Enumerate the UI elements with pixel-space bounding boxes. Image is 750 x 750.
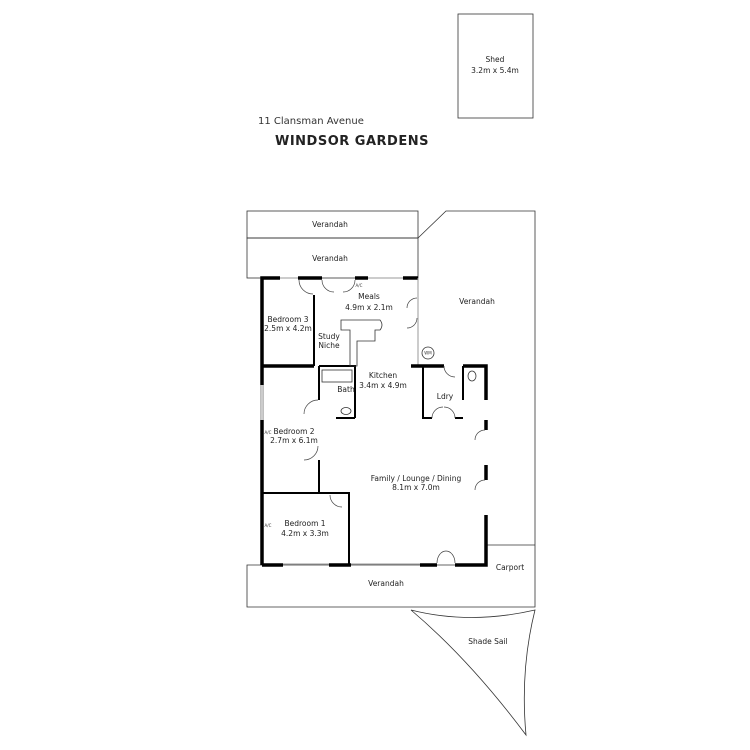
family-size: 8.1m x 7.0m — [392, 483, 440, 492]
study-label-2: Niche — [318, 341, 340, 350]
verandah-bottom-label: Verandah — [368, 579, 404, 588]
verandah-top2-label: Verandah — [312, 254, 348, 263]
shade-sail-outline — [410, 609, 536, 737]
meals-label: Meals — [358, 292, 380, 301]
bedroom1-size: 4.2m x 3.3m — [281, 529, 329, 538]
family-label: Family / Lounge / Dining — [371, 474, 462, 483]
toilet — [467, 370, 477, 382]
bedroom2-label: Bedroom 2 — [273, 427, 314, 436]
ac-label-bedroom1: A/C — [265, 523, 272, 528]
ac-label-bedroom2: A/C — [265, 430, 272, 435]
laundry-label: Ldry — [437, 392, 454, 401]
bedroom1-label: Bedroom 1 — [284, 519, 325, 528]
wm-label: WM — [424, 351, 432, 356]
bedroom3-size: 2.5m x 4.2m — [264, 324, 312, 333]
meals-size: 4.9m x 2.1m — [345, 303, 393, 312]
kitchen-bench — [340, 319, 383, 367]
vanity-basin — [340, 407, 352, 415]
washing-machine — [421, 346, 435, 360]
doors — [298, 279, 486, 564]
bath-label: Bath — [337, 385, 355, 394]
bedroom3-label: Bedroom 3 — [267, 315, 308, 324]
shade-sail-label: Shade Sail — [468, 637, 507, 646]
verandah-outlines — [246, 210, 536, 608]
ac-label-meals: A/C — [356, 283, 363, 288]
address-suburb: WINDSOR GARDENS — [275, 134, 429, 149]
carport-label: Carport — [496, 563, 524, 572]
bathtub — [321, 369, 353, 383]
exterior-walls — [260, 276, 488, 567]
verandah-top-label: Verandah — [312, 220, 348, 229]
shed-outline — [457, 13, 534, 119]
shed-size: 3.2m x 5.4m — [471, 66, 519, 75]
bedroom2-size: 2.7m x 6.1m — [270, 436, 318, 445]
verandah-right-label: Verandah — [459, 297, 495, 306]
address-street: 11 Clansman Avenue — [258, 116, 364, 127]
study-label: Study — [318, 332, 340, 341]
shed-label: Shed — [486, 55, 505, 64]
kitchen-label: Kitchen — [369, 371, 397, 380]
kitchen-size: 3.4m x 4.9m — [359, 381, 407, 390]
